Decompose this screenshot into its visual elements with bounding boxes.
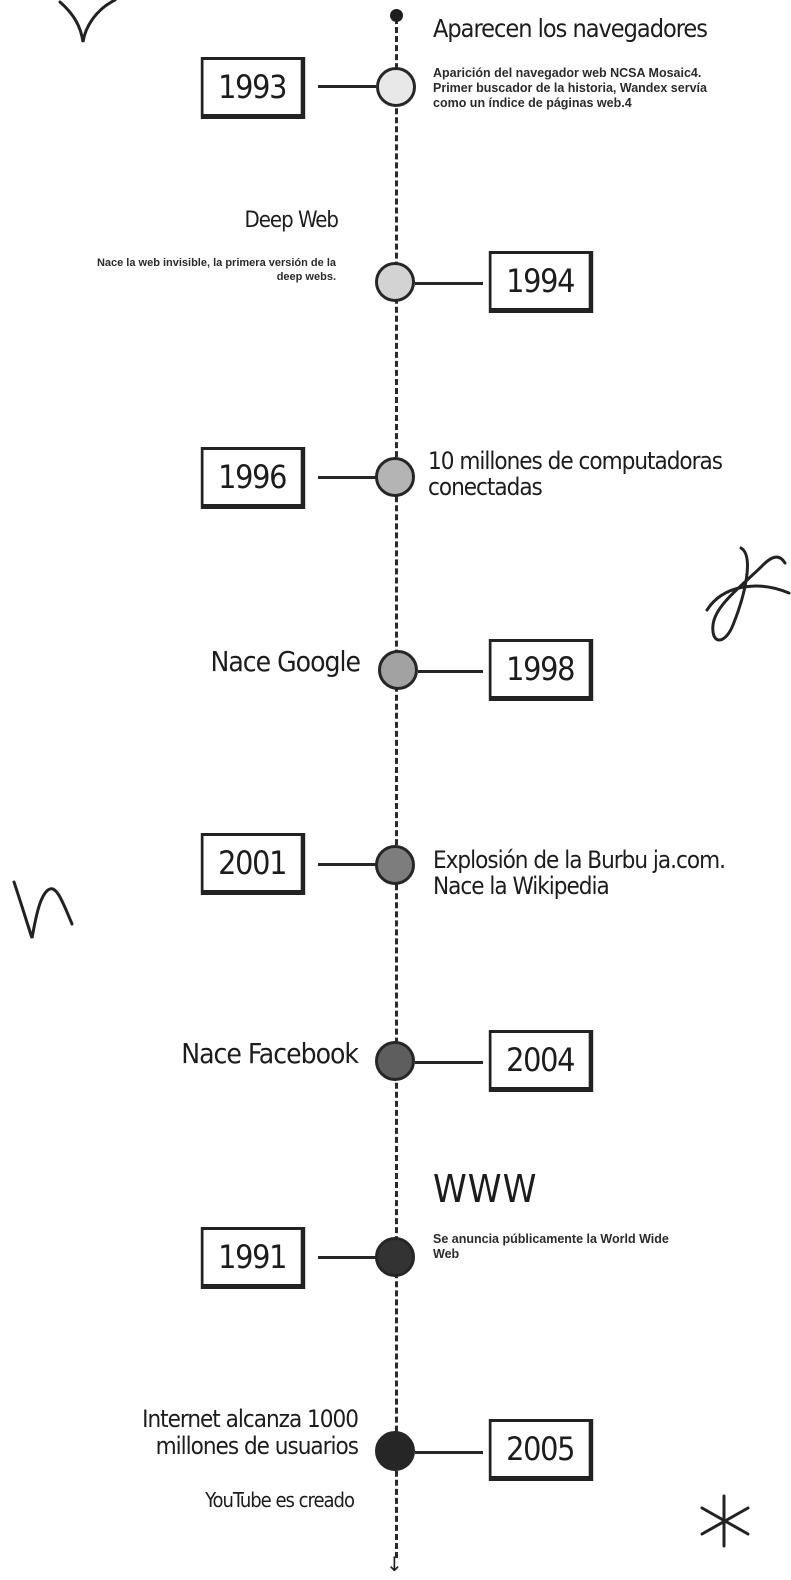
right-loop-doodle <box>705 546 791 642</box>
event-title-2004: Nace Facebook <box>181 1037 359 1070</box>
timeline-node-2005 <box>375 1431 415 1471</box>
connector-1994 <box>415 282 483 285</box>
connector-2005 <box>415 1451 483 1454</box>
timeline-node-1998 <box>378 650 418 690</box>
timeline-node-1994 <box>375 262 415 302</box>
event-title-2005: Internet alcanza 1000 millones de usuari… <box>142 1405 359 1460</box>
timeline-end-arrow: ↓ <box>386 1552 403 1576</box>
timeline-node-1991 <box>375 1237 415 1277</box>
event-description-1991: Se anuncia públicamente la World Wide We… <box>433 1232 669 1261</box>
event-description-1993: Aparición del navegador web NCSA Mosaic4… <box>433 66 707 110</box>
timeline-axis <box>395 18 398 1558</box>
event-title-1991: WWW <box>433 1167 538 1211</box>
year-box-1996: 1996 <box>200 447 306 509</box>
event-title-1996: 10 millones de computadoras conectadas <box>428 447 723 501</box>
connector-1993 <box>318 85 376 88</box>
connector-2001 <box>318 863 376 866</box>
timeline-node-2004 <box>375 1041 415 1081</box>
year-box-1994: 1994 <box>488 251 594 313</box>
year-box-1991: 1991 <box>200 1227 306 1289</box>
connector-1996 <box>318 476 376 479</box>
year-box-1993: 1993 <box>200 57 306 119</box>
timeline-node-1993 <box>376 67 416 107</box>
top-left-scribble-doodle <box>58 0 117 43</box>
year-box-2001: 2001 <box>200 833 306 895</box>
asterisk-doodle <box>700 1494 750 1548</box>
timeline-node-1996 <box>375 457 415 497</box>
connector-1998 <box>418 670 483 673</box>
left-wave-doodle <box>12 880 74 939</box>
timeline-start-dot <box>390 9 403 22</box>
timeline-node-2001 <box>375 845 415 885</box>
connector-1991 <box>318 1256 376 1259</box>
connector-2004 <box>415 1061 483 1064</box>
year-box-2004: 2004 <box>488 1030 594 1092</box>
event-title-1994: Deep Web <box>244 208 340 233</box>
event-description-2005: YouTube es creado <box>205 1488 355 1512</box>
event-title-1993: Aparecen los navegadores <box>433 14 708 43</box>
year-box-1998: 1998 <box>488 639 594 701</box>
event-description-1994: Nace la web invisible, la primera versió… <box>96 257 336 283</box>
event-title-2001: Explosión de la Burbu ja.com. Nace la Wi… <box>433 846 726 900</box>
event-title-1998: Nace Google <box>210 645 361 678</box>
year-box-2005: 2005 <box>488 1419 594 1481</box>
